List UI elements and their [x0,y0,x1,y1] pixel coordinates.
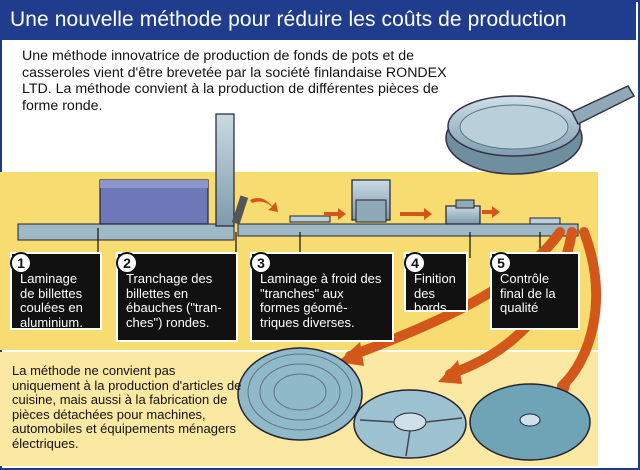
step-4: 4 Finition des bords [404,252,468,315]
step-3: 3 Laminage à froid des "tranches" aux fo… [250,252,394,342]
title-bar: Une nouvelle méthode pour réduire les co… [0,0,636,40]
conveyor [17,223,579,241]
step-text: Contrôle final de la qualité [500,271,556,315]
step-text: Tranchage des billettes en ébauches ("tr… [126,271,222,330]
saw-column [215,113,235,227]
round-part-saw-blade [469,383,591,461]
step-number: 5 [490,252,512,274]
step-text: Finition des bords [414,271,456,315]
step-text: Laminage de billettes coulées en alumini… [20,271,83,330]
intro-text: Une méthode innovatrice de production de… [22,48,447,114]
step-number: 2 [116,252,138,274]
step-number: 4 [404,252,426,274]
step-2: 2 Tranchage des billettes en ébauches ("… [116,252,238,342]
flow-arrows [250,198,500,220]
step-text: Laminage à froid des "tranches" aux form… [260,271,382,330]
page-title: Une nouvelle méthode pour réduire les co… [10,8,567,31]
note-text: La méthode ne convient pas uniquement à … [12,363,242,451]
step-number: 1 [10,252,32,274]
step-5: 5 Contrôle final de la qualité [490,252,580,330]
frying-pan-icon [445,85,636,175]
round-part-disc [353,389,467,459]
step-1: 1 Laminage de billettes coulées en alumi… [10,252,102,330]
finishing-unit [445,205,481,225]
step-number: 3 [250,252,272,274]
round-part-plate [237,347,363,441]
